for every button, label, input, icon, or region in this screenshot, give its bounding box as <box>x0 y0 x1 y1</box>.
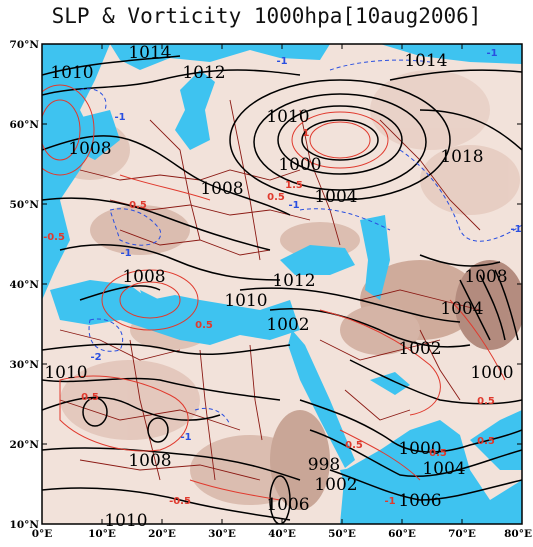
positive-vorticity-label: 0.5 <box>195 320 213 331</box>
slp-contour-label: 1012 <box>182 63 225 83</box>
slp-contour-label: 1000 <box>278 155 321 175</box>
slp-contour-label: 1000 <box>398 439 441 459</box>
slp-contour-label: 998 <box>308 455 340 475</box>
lon-label: 30°E <box>208 528 236 540</box>
lon-label: 70°E <box>448 528 476 540</box>
positive-vorticity-label: 0.5 <box>477 436 495 447</box>
slp-contours <box>42 55 522 524</box>
positive-vorticity-label: 0.5 <box>477 396 495 407</box>
slp-contour-label: 1002 <box>398 339 441 359</box>
slp-contour-label: 1002 <box>314 475 357 495</box>
map-title: SLP & Vorticity 1000hpa[10aug2006] <box>51 4 482 28</box>
positive-vorticity-label: -1 <box>384 496 395 507</box>
negative-vorticity-label: -2 <box>90 352 101 363</box>
positive-vorticity-label: 0.5 <box>429 448 447 459</box>
slp-contour-label: 1010 <box>266 107 309 127</box>
lon-label: 60°E <box>388 528 416 540</box>
positive-vorticity-label: -0.5 <box>169 496 191 507</box>
country-borders <box>59 99 481 481</box>
lon-label: 50°E <box>328 528 356 540</box>
slp-contour-label: 1010 <box>104 511 147 531</box>
slp-contour-label: 1010 <box>44 363 87 383</box>
positive-vorticity-label: 0.5 <box>129 200 147 211</box>
lat-label: 70°N <box>10 39 40 51</box>
slp-contour-label: 1004 <box>314 187 357 207</box>
slp-contour-label: 1008 <box>200 179 243 199</box>
latitude-labels: 70°N 60°N 50°N 40°N 30°N 20°N 10°N <box>10 39 40 531</box>
lon-label: 10°E <box>88 528 116 540</box>
slp-contour-label: 1014 <box>128 43 171 63</box>
map-plot-area <box>42 44 522 524</box>
lat-label: 60°N <box>10 119 40 131</box>
lat-label: 30°N <box>10 359 40 371</box>
lat-label: 40°N <box>10 279 40 291</box>
negative-vorticity-label: -1 <box>180 432 191 443</box>
negative-vorticity-label: -1 <box>288 200 299 211</box>
lon-label: 40°E <box>268 528 296 540</box>
slp-contour-label: 1006 <box>266 495 309 515</box>
longitude-labels: 0°E 10°E 20°E 30°E 40°E 50°E 60°E 70°E 80°E <box>32 528 532 540</box>
slp-contour-label: 1008 <box>464 267 507 287</box>
slp-contour-label: 1002 <box>266 315 309 335</box>
slp-contour-label: 1004 <box>440 299 483 319</box>
positive-vorticity-label: 0.5 <box>267 192 285 203</box>
slp-contour-label: 1012 <box>272 271 315 291</box>
positive-vorticity-label: 1 <box>303 128 310 139</box>
lon-label: 80°E <box>504 528 532 540</box>
negative-vorticity-label: -1 <box>114 112 125 123</box>
slp-contour-label: 1000 <box>470 363 513 383</box>
slp-contour-label: 1018 <box>440 147 483 167</box>
slp-contour-label: 1014 <box>404 51 447 71</box>
positive-vorticity-label: -0.5 <box>43 232 65 243</box>
axis-ticks <box>41 43 523 525</box>
lat-label: 10°N <box>10 519 40 531</box>
negative-vorticity-contours <box>79 59 522 426</box>
lat-label: 20°N <box>10 439 40 451</box>
slp-contour-label: 1006 <box>398 491 441 511</box>
sea-areas <box>42 44 522 524</box>
positive-vorticity-contours <box>42 84 506 501</box>
negative-vorticity-label: -1 <box>486 48 497 59</box>
slp-contour-label: 1010 <box>224 291 267 311</box>
negative-vorticity-label: -1 <box>120 248 131 259</box>
slp-contour-label: 1008 <box>128 451 171 471</box>
positive-vorticity-label: 0.5 <box>81 392 99 403</box>
positive-vorticity-label: 1.5 <box>285 180 303 191</box>
negative-vorticity-label: -1 <box>276 56 287 67</box>
slp-contour-label: 1008 <box>122 267 165 287</box>
slp-contour-label: 1008 <box>68 139 111 159</box>
slp-contour-label: 1010 <box>50 63 93 83</box>
slp-contour-label: 1004 <box>422 459 465 479</box>
lon-label: 20°E <box>148 528 176 540</box>
negative-vorticity-label: -1 <box>510 224 521 235</box>
positive-vorticity-label: 0.5 <box>345 440 363 451</box>
lon-label: 0°E <box>32 528 53 540</box>
lat-label: 50°N <box>10 199 40 211</box>
